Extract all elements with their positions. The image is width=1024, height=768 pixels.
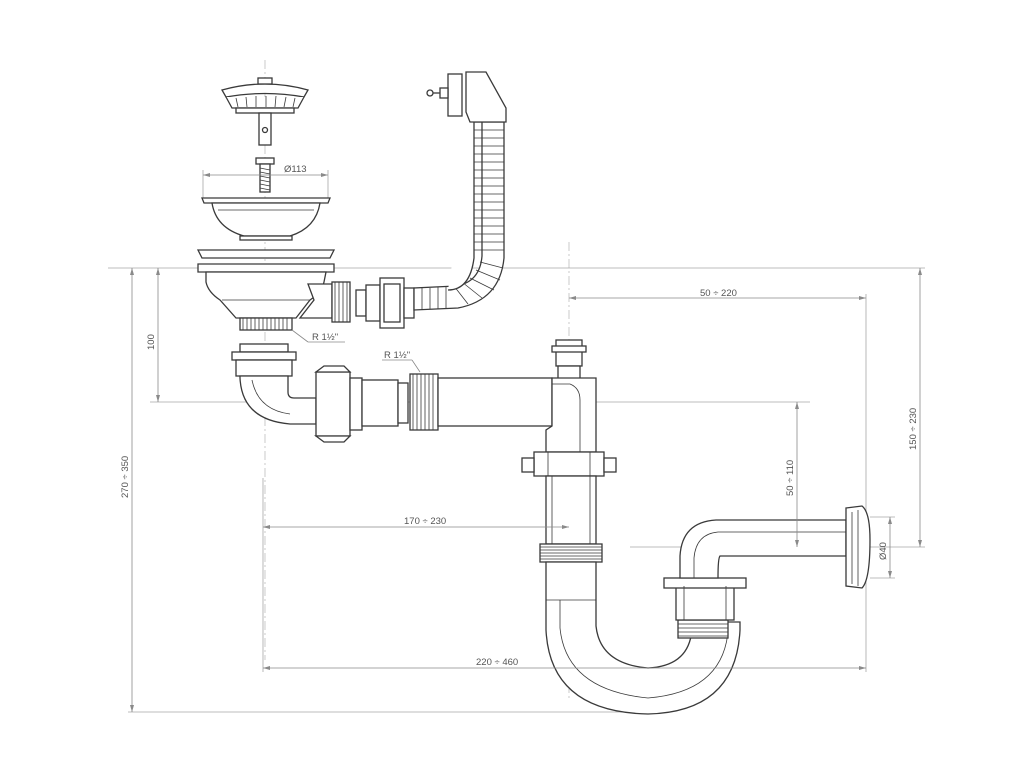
dimension-label-thread-outlet: R 1½" bbox=[312, 332, 338, 343]
dimension-upper-height: 150 ÷ 230 bbox=[908, 268, 922, 547]
trap-tee-body bbox=[521, 339, 617, 563]
dimension-horizontal-total: 220 ÷ 460 bbox=[263, 657, 866, 670]
dimension-horizontal-mid: 170 ÷ 230 bbox=[263, 516, 569, 529]
dimension-label-horizontal-total: 220 ÷ 460 bbox=[476, 657, 518, 668]
dimension-thread-outlet: R 1½" bbox=[291, 329, 345, 343]
strainer-bowl bbox=[201, 197, 331, 241]
dimension-label-upper-height: 150 ÷ 230 bbox=[908, 408, 919, 450]
basket-strainer bbox=[221, 77, 309, 146]
dimension-diameter-113: Ø113 bbox=[202, 164, 329, 200]
dimension-label-lower-height: 50 ÷ 110 bbox=[785, 460, 796, 496]
dimension-overall-height: 270 ÷ 350 bbox=[120, 268, 134, 712]
dimension-label-trap-offset: 50 ÷ 220 bbox=[700, 288, 737, 299]
dimension-label-height-100: 100 bbox=[146, 334, 157, 350]
dimension-height-100: 100 bbox=[146, 268, 160, 402]
dimension-trap-offset: 50 ÷ 220 bbox=[569, 288, 867, 510]
dimension-thread-side: R 1½" bbox=[382, 350, 421, 373]
dimension-label-thread-side: R 1½" bbox=[384, 350, 410, 361]
overflow-side-outlet bbox=[298, 277, 415, 329]
outlet-elbow bbox=[231, 343, 409, 443]
dimension-diameter-40: Ø40 bbox=[878, 517, 892, 578]
center-screw bbox=[255, 157, 275, 193]
dimension-lower-height: 50 ÷ 110 bbox=[785, 402, 799, 547]
sink-flange bbox=[196, 249, 336, 331]
dimension-label-horizontal-mid: 170 ÷ 230 bbox=[404, 516, 446, 527]
overflow-hose bbox=[413, 71, 507, 311]
connection-pipe bbox=[409, 373, 553, 431]
wall-elbow bbox=[679, 505, 871, 589]
dimension-label-overall-height: 270 ÷ 350 bbox=[120, 456, 131, 498]
dimension-label-diameter-113: Ø113 bbox=[284, 164, 307, 175]
dimension-label-diameter-40: Ø40 bbox=[878, 542, 889, 560]
u-bend-trap bbox=[545, 561, 747, 715]
